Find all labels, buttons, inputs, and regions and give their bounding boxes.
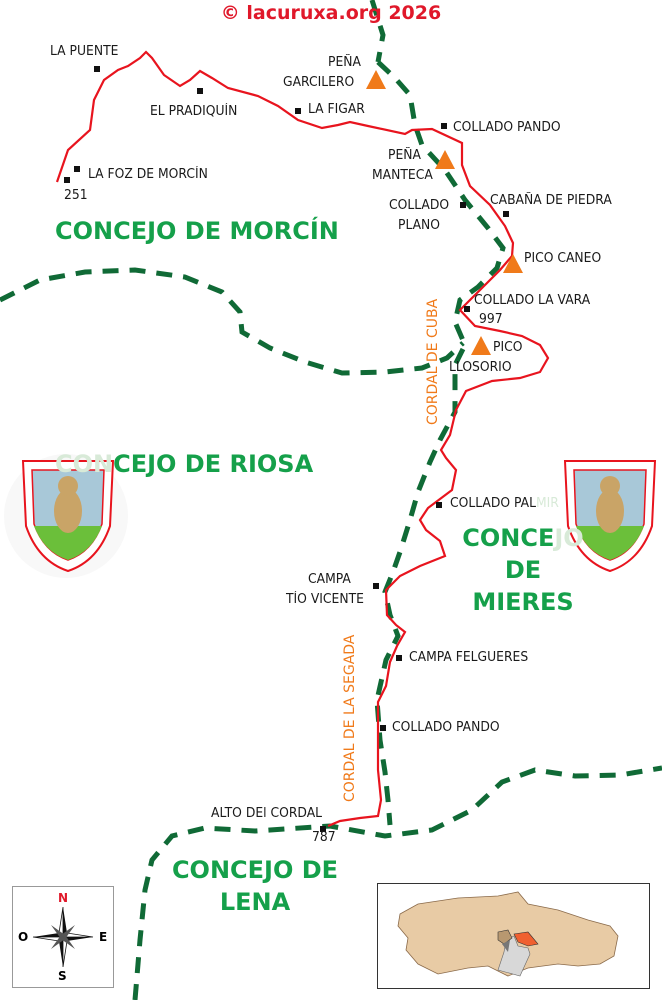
place-marker xyxy=(295,108,301,114)
place-marker xyxy=(460,202,466,208)
club-shield-logo-left xyxy=(4,454,128,578)
label-pico-caneo: PICO CANEO xyxy=(524,251,602,266)
route-line xyxy=(55,50,550,828)
label-cordal-de-la-segada: CORDAL DE LA SEGADA xyxy=(342,634,358,802)
club-shield-logo-right xyxy=(563,460,657,573)
label-pena-garcilero: PEÑA xyxy=(328,55,361,70)
label-concejo-lena-2: LENA xyxy=(219,888,291,916)
label-concejo-morcin: CONCEJO DE MORCÍN xyxy=(55,217,339,245)
peak-icon-caneo xyxy=(503,254,523,273)
place-marker xyxy=(197,88,203,94)
label-la-foz-altitude: 251 xyxy=(64,188,88,203)
label-collado-plano-2: PLANO xyxy=(398,218,441,233)
label-concejo-riosa-b: CEJO DE RIOSA xyxy=(113,450,314,478)
asturias-region-shape xyxy=(397,891,619,977)
label-concejo-lena-1: CONCEJO DE xyxy=(171,856,339,884)
label-la-figar: LA FIGAR xyxy=(308,102,365,117)
boundary-morcin-mieres xyxy=(369,0,506,826)
label-concejo-mieres-2: DE xyxy=(504,556,542,584)
label-cabana-de-piedra: CABAÑA DE PIEDRA xyxy=(490,193,612,208)
label-collado-palmir: COLLADO PALMIR xyxy=(450,496,559,512)
label-concejo-riosa-a: CON xyxy=(55,450,114,478)
label-collado-palmir-a: COLLADO PAL xyxy=(450,496,536,511)
label-pena-manteca-2: MANTECA xyxy=(372,168,433,183)
label-pena-garcilero-2: GARCILERO xyxy=(283,75,355,90)
label-campa-tio-vicente-2: TÍO VICENTE xyxy=(286,592,364,607)
boundary-riosa-morcin xyxy=(0,267,465,376)
boundary-lena xyxy=(132,765,662,1000)
label-cordal-de-cuba: CORDAL DE CUBA xyxy=(425,298,441,425)
label-alto-del-cordal-altitude: 787 xyxy=(312,830,336,845)
label-la-puente: LA PUENTE xyxy=(50,44,119,59)
label-el-pradiquin: EL PRADIQUÍN xyxy=(150,104,238,119)
copyright-text: © lacuruxa.org 2026 xyxy=(220,2,442,24)
place-marker xyxy=(441,123,447,129)
peak-icon-manteca xyxy=(435,150,455,169)
compass-rose: N S E O xyxy=(12,886,114,988)
region-mieres-highlight xyxy=(513,931,539,947)
label-concejo-mieres: CONCEJO DE MIERES xyxy=(458,522,588,618)
label-pico-llosorio: PICO xyxy=(493,340,523,355)
label-concejo-mieres-1a: CONCE xyxy=(462,524,555,552)
label-campa-tio-vicente: CAMPA xyxy=(308,572,351,587)
label-concejo-mieres-3: MIERES xyxy=(472,588,574,616)
place-marker xyxy=(380,725,386,731)
compass-north-label: N xyxy=(58,891,69,905)
compass-south-label: S xyxy=(58,969,67,983)
label-collado-palmir-b: MIR xyxy=(535,496,559,511)
compass-west-label: O xyxy=(18,930,29,944)
place-marker xyxy=(64,177,70,183)
label-la-foz: LA FOZ DE MORCÍN xyxy=(88,167,208,182)
asturias-locator-map xyxy=(377,883,650,989)
place-marker xyxy=(396,655,402,661)
place-marker xyxy=(436,502,442,508)
compass-star-icon xyxy=(32,906,94,968)
label-collado-plano: COLLADO xyxy=(389,198,450,213)
label-collado-la-vara: COLLADO LA VARA xyxy=(474,293,591,308)
label-collado-pando-north: COLLADO PANDO xyxy=(453,120,561,135)
place-marker xyxy=(373,583,379,589)
peak-icon-garcilero xyxy=(366,70,386,89)
region-riosa xyxy=(502,940,510,952)
label-collado-la-vara-altitude: 997 xyxy=(479,312,503,327)
label-pena-manteca: PEÑA xyxy=(388,148,421,163)
place-marker xyxy=(320,826,326,832)
label-alto-del-cordal: ALTO DEl CORDAL xyxy=(211,806,323,821)
compass-east-label: E xyxy=(99,930,108,944)
place-marker xyxy=(464,306,470,312)
label-campa-felgueres: CAMPA FELGUERES xyxy=(409,650,529,665)
place-marker xyxy=(503,211,509,217)
label-concejo-mieres-1b: JO xyxy=(554,524,584,552)
label-concejo-lena: CONCEJO DE LENA xyxy=(160,854,350,918)
label-pico-llosorio-2: LLOSORIO xyxy=(449,360,512,375)
place-marker xyxy=(74,166,80,172)
label-collado-pando-south: COLLADO PANDO xyxy=(392,720,500,735)
label-concejo-riosa: CONCEJO DE RIOSA xyxy=(55,448,313,480)
peak-icon-llosorio xyxy=(471,336,491,355)
place-marker xyxy=(94,66,100,72)
